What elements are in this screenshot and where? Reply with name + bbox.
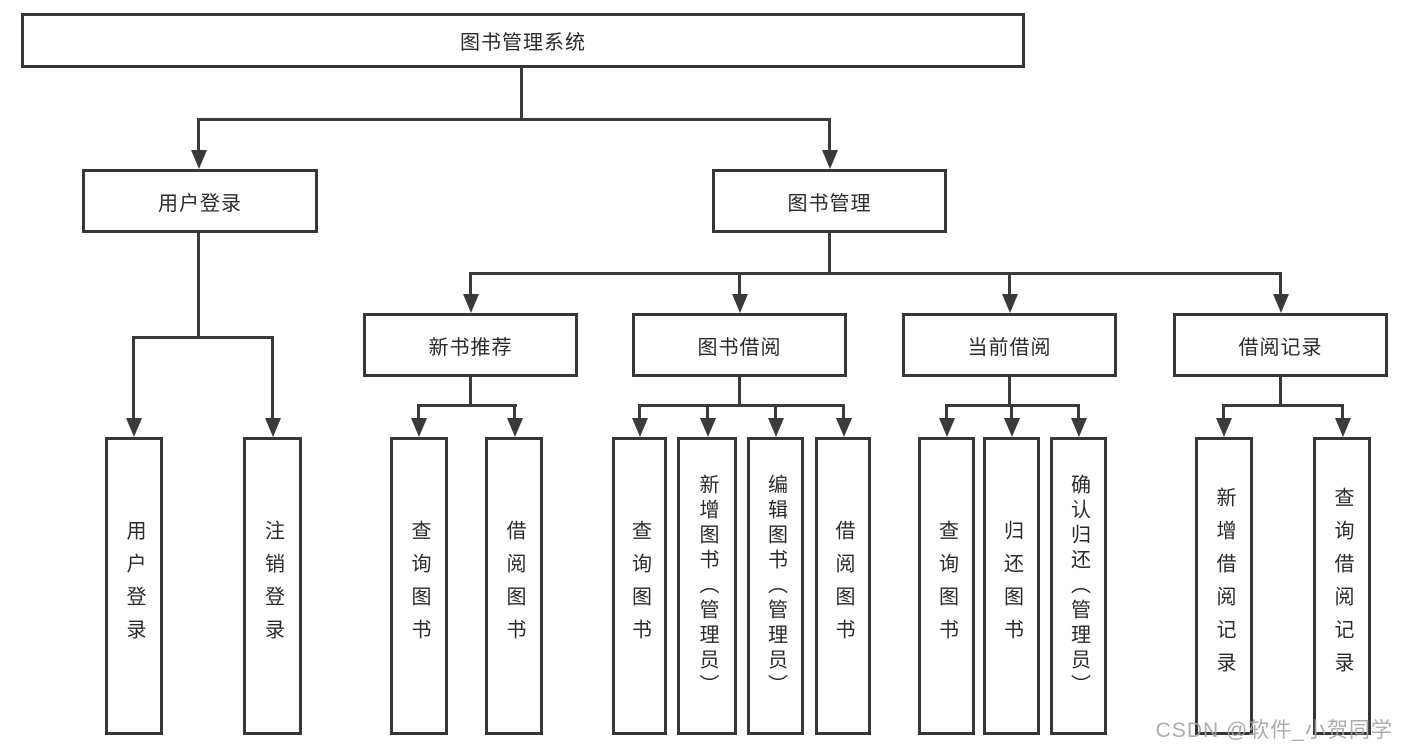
connector-line: [1010, 404, 1013, 422]
node-label: 图书管理: [787, 192, 872, 215]
arrow-down-icon: [507, 418, 523, 437]
arrow-down-icon: [463, 294, 479, 313]
leaf-query-books-2: 查询图书: [612, 437, 667, 735]
node-label: 图书借阅: [697, 336, 782, 359]
leaf-label: 查询图书: [935, 520, 958, 652]
node-label: 图书管理系统: [460, 32, 586, 54]
leaf-edit-book-admin: 编辑图书（管理员）: [747, 437, 804, 735]
connector-line: [417, 404, 517, 407]
arrow-down-icon: [126, 418, 142, 437]
connector-line: [520, 68, 523, 121]
arrow-down-icon: [768, 418, 784, 437]
connector-line: [417, 404, 420, 422]
node-book-management: 图书管理: [712, 169, 947, 233]
arrow-down-icon: [822, 150, 838, 169]
leaf-confirm-return-admin: 确认归还（管理员）: [1050, 437, 1107, 735]
connector-line: [197, 233, 200, 339]
leaf-label: 新增图书（管理员）: [696, 473, 718, 699]
leaf-user-login: 用户登录: [105, 437, 163, 735]
connector-line: [513, 404, 516, 422]
arrow-down-icon: [632, 418, 648, 437]
leaf-label: 查询图书: [628, 520, 651, 652]
node-label: 当前借阅: [967, 336, 1052, 359]
connector-line: [469, 377, 472, 407]
leaf-label: 查询图书: [408, 520, 430, 652]
connector-line: [828, 233, 831, 275]
leaf-label: 查询借阅记录: [1331, 487, 1353, 685]
arrow-down-icon: [1002, 294, 1018, 313]
arrow-down-icon: [1216, 418, 1232, 437]
leaf-label: 编辑图书（管理员）: [764, 473, 787, 699]
connector-line: [132, 336, 274, 339]
arrow-down-icon: [411, 418, 427, 437]
arrow-down-icon: [1273, 294, 1289, 313]
leaf-label: 归还图书: [1000, 520, 1023, 652]
leaf-query-books-1: 查询图书: [390, 437, 448, 735]
leaf-add-book-admin: 新增图书（管理员）: [677, 437, 737, 735]
arrow-down-icon: [1335, 418, 1351, 437]
connector-line: [638, 404, 641, 422]
connector-line: [842, 404, 845, 422]
arrow-down-icon: [191, 150, 207, 169]
connector-line: [774, 404, 777, 422]
arrow-down-icon: [732, 294, 748, 313]
leaf-label: 用户登录: [123, 520, 145, 652]
leaf-label: 注销登录: [261, 520, 284, 652]
leaf-borrow-books-2: 借阅图书: [815, 437, 871, 735]
node-user-login: 用户登录: [82, 169, 318, 233]
connector-line: [197, 118, 200, 154]
node-current-borrow: 当前借阅: [902, 313, 1117, 377]
node-label: 借阅记录: [1238, 336, 1323, 359]
arrow-down-icon: [1004, 418, 1020, 437]
connector-line: [828, 118, 831, 154]
connector-line: [469, 272, 1282, 275]
leaf-label: 借阅图书: [832, 520, 854, 652]
connector-line: [1008, 377, 1011, 407]
connector-line: [738, 272, 741, 298]
node-book-borrow: 图书借阅: [632, 313, 847, 377]
leaf-label: 新增借阅记录: [1213, 487, 1235, 685]
arrow-down-icon: [1071, 418, 1087, 437]
node-new-book-recommend: 新书推荐: [363, 313, 578, 377]
connector-line: [1008, 272, 1011, 298]
leaf-query-books-3: 查询图书: [918, 437, 975, 735]
connector-line: [638, 404, 845, 407]
connector-line: [738, 377, 741, 407]
connector-line: [271, 336, 274, 422]
connector-line: [1341, 404, 1344, 422]
connector-line: [706, 404, 709, 422]
connector-line: [1279, 377, 1282, 407]
leaf-label: 确认归还（管理员）: [1067, 473, 1090, 699]
leaf-return-book: 归还图书: [983, 437, 1040, 735]
connector-line: [197, 118, 831, 121]
leaf-query-borrow-record: 查询借阅记录: [1313, 437, 1371, 735]
arrow-down-icon: [939, 418, 955, 437]
connector-line: [1279, 272, 1282, 298]
leaf-add-borrow-record: 新增借阅记录: [1195, 437, 1253, 735]
leaf-borrow-books-1: 借阅图书: [485, 437, 543, 735]
leaf-label: 借阅图书: [503, 520, 525, 652]
node-root-library-system: 图书管理系统: [21, 13, 1025, 68]
arrow-down-icon: [700, 418, 716, 437]
node-borrow-records: 借阅记录: [1173, 313, 1388, 377]
node-label: 新书推荐: [428, 336, 513, 359]
connector-line: [469, 272, 472, 298]
arrow-down-icon: [265, 418, 281, 437]
connector-line: [945, 404, 948, 422]
csdn-watermark: CSDN @软件_小贺同学: [1155, 719, 1393, 742]
connector-line: [132, 336, 135, 422]
arrow-down-icon: [836, 418, 852, 437]
connector-line: [1222, 404, 1225, 422]
connector-line: [1222, 404, 1344, 407]
leaf-logout: 注销登录: [243, 437, 302, 735]
connector-line: [1077, 404, 1080, 422]
node-label: 用户登录: [158, 192, 242, 215]
